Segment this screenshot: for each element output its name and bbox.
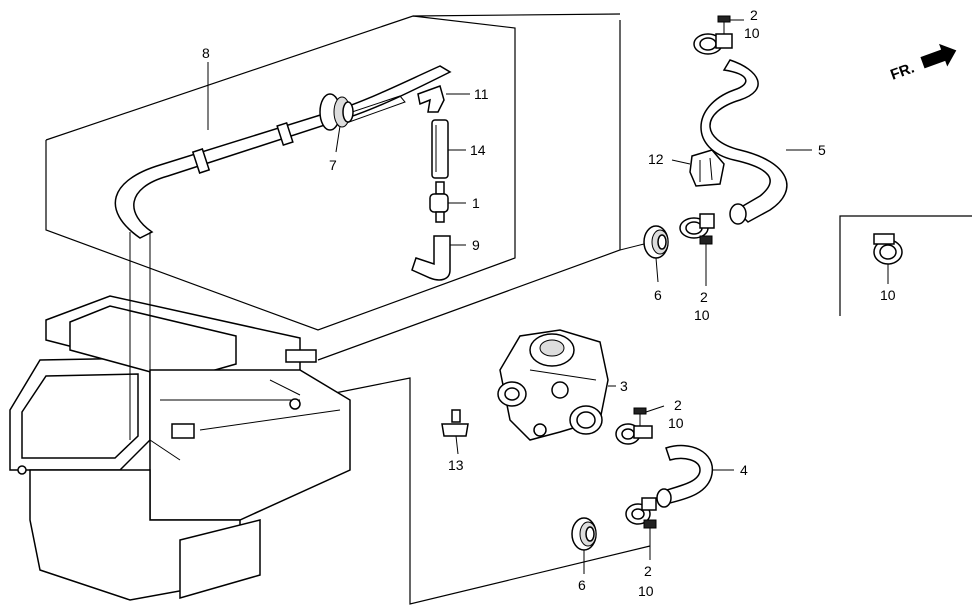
callout-14: 14 (470, 142, 486, 158)
callout-6-mid: 6 (654, 287, 662, 303)
clamp-top (693, 15, 733, 55)
vacuum-tube (431, 119, 449, 179)
callout-10-mid: 10 (694, 307, 710, 323)
check-valve (429, 181, 449, 223)
heater-hose-lower (656, 444, 714, 508)
callout-13: 13 (448, 457, 464, 473)
callout-5: 5 (818, 142, 826, 158)
heater-valve (497, 329, 609, 441)
callout-1: 1 (472, 195, 480, 211)
callout-10-top: 10 (744, 25, 760, 41)
hose-bracket (689, 149, 725, 187)
clamp-lower (615, 407, 653, 445)
callout-3: 3 (620, 378, 628, 394)
callout-8: 8 (202, 45, 210, 61)
heater-unit (9, 295, 351, 601)
callout-labels: 8 11 7 14 1 9 2 10 5 12 6 2 10 10 3 2 10… (202, 7, 896, 599)
vacuum-hose (411, 235, 451, 281)
callout-9: 9 (472, 237, 480, 253)
callout-2-bot: 2 (644, 563, 652, 579)
callout-2-mid: 2 (700, 289, 708, 305)
callout-11: 11 (474, 86, 489, 102)
heater-hose-upper (700, 59, 788, 225)
mounting-bolt (441, 409, 469, 437)
cable-grommet (319, 93, 354, 131)
callout-7: 7 (329, 157, 337, 173)
inset-box (839, 215, 972, 316)
clamp-inset (873, 233, 903, 265)
callout-12: 12 (648, 151, 664, 167)
callout-2-low: 2 (674, 397, 682, 413)
front-arrow-icon (920, 43, 957, 69)
front-direction-indicator: FR. (888, 43, 957, 84)
grommet-bottom (571, 517, 597, 551)
leader-lines (207, 19, 889, 574)
clamp-middle (679, 213, 715, 254)
grommet-middle (643, 225, 669, 259)
clamp-bottom (625, 497, 657, 540)
callout-10-bot: 10 (638, 583, 654, 599)
control-cable (114, 65, 452, 461)
callout-10-low: 10 (668, 415, 684, 431)
callout-10-inset: 10 (880, 287, 896, 303)
callout-2-top: 2 (750, 7, 758, 23)
front-label: FR. (888, 60, 917, 84)
elbow-fitting (417, 85, 445, 113)
callout-4: 4 (740, 462, 748, 478)
callout-6-low: 6 (578, 577, 586, 593)
